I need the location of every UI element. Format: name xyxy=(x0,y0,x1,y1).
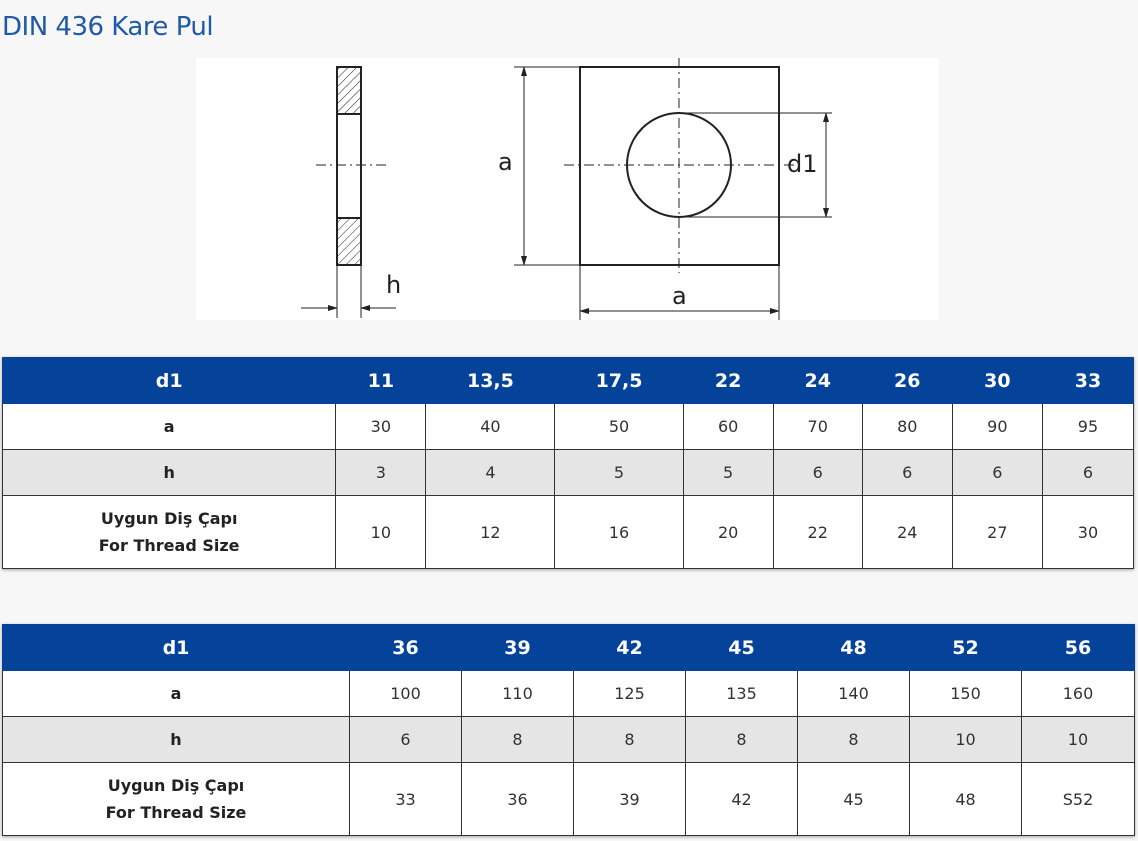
header-cell: 33 xyxy=(1041,357,1135,404)
table-cell: 110 xyxy=(461,670,574,717)
spec-table-2: d1 36 39 42 45 48 52 56 a 100 110 125 13… xyxy=(2,624,1135,836)
table-cell: 27 xyxy=(951,495,1043,569)
table-cell: 100 xyxy=(349,670,462,717)
header-cell: 39 xyxy=(461,624,574,671)
table-cell: 10 xyxy=(1021,716,1135,763)
header-cell: 42 xyxy=(573,624,686,671)
table-cell: 70 xyxy=(772,403,863,450)
table-cell: 5 xyxy=(554,449,684,496)
table-cell: 20 xyxy=(682,495,774,569)
table-cell: 8 xyxy=(461,716,574,763)
a-width-label: a xyxy=(672,282,687,310)
table-header-row: d1 11 13,5 17,5 22 24 26 30 33 xyxy=(1,357,1135,404)
row-label-a: a xyxy=(2,670,350,717)
table-cell: 10 xyxy=(909,716,1022,763)
row-label-thread-size: Uygun Diş Çapı For Thread Size xyxy=(1,495,337,569)
header-cell: 22 xyxy=(682,357,774,404)
header-cell: 56 xyxy=(1021,624,1135,671)
header-cell: 11 xyxy=(335,357,427,404)
spec-table-1: d1 11 13,5 17,5 22 24 26 30 33 a 30 40 5… xyxy=(1,357,1135,569)
header-cell: 17,5 xyxy=(554,357,684,404)
table-row-h: h 3 4 5 5 6 6 6 6 xyxy=(1,449,1135,496)
table-cell: 135 xyxy=(685,670,798,717)
table-cell: 60 xyxy=(682,403,774,450)
header-cell: 36 xyxy=(349,624,462,671)
table-cell: 8 xyxy=(797,716,910,763)
a-height-label: a xyxy=(498,148,513,176)
row-label-thread-tr: Uygun Diş Çapı xyxy=(100,509,238,528)
table-cell: 90 xyxy=(951,403,1043,450)
header-d1-label: d1 xyxy=(2,624,350,671)
page-title: DIN 436 Kare Pul xyxy=(2,12,214,42)
table-cell: 8 xyxy=(573,716,686,763)
table-cell: 125 xyxy=(573,670,686,717)
table-header-row: d1 36 39 42 45 48 52 56 xyxy=(2,624,1135,671)
header-cell: 52 xyxy=(909,624,1022,671)
front-view: a a d1 xyxy=(498,58,832,320)
header-d1-label: d1 xyxy=(1,357,337,404)
table-cell: 24 xyxy=(861,495,953,569)
table-cell: 6 xyxy=(349,716,462,763)
table-cell: 6 xyxy=(772,449,863,496)
table-cell: 42 xyxy=(685,762,798,836)
h-dimension-label: h xyxy=(386,271,401,299)
table-cell: 22 xyxy=(772,495,863,569)
row-label-thread-size: Uygun Diş Çapı For Thread Size xyxy=(2,762,350,836)
table-cell: 6 xyxy=(1041,449,1135,496)
table-row-thread-size: Uygun Diş Çapı For Thread Size 10 12 16 … xyxy=(1,495,1135,569)
table-cell: 8 xyxy=(685,716,798,763)
table-cell: 6 xyxy=(951,449,1043,496)
table-cell: 40 xyxy=(425,403,556,450)
header-cell: 45 xyxy=(685,624,798,671)
table-cell: 30 xyxy=(335,403,427,450)
row-label-h: h xyxy=(2,716,350,763)
table-cell: 48 xyxy=(909,762,1022,836)
table-cell: 50 xyxy=(554,403,684,450)
row-label-thread-tr: Uygun Diş Çapı xyxy=(107,776,245,795)
row-label-thread-en: For Thread Size xyxy=(98,536,240,555)
table-cell: 95 xyxy=(1041,403,1135,450)
header-cell: 48 xyxy=(797,624,910,671)
table-row-h: h 6 8 8 8 8 10 10 xyxy=(2,716,1135,763)
table-cell: S52 xyxy=(1021,762,1135,836)
row-label-h: h xyxy=(1,449,337,496)
d1-dimension-label: d1 xyxy=(787,150,818,178)
table-row-thread-size: Uygun Diş Çapı For Thread Size 33 36 39 … xyxy=(2,762,1135,836)
row-label-thread-en: For Thread Size xyxy=(105,803,247,822)
table-row-a: a 30 40 50 60 70 80 90 95 xyxy=(1,403,1135,450)
header-cell: 13,5 xyxy=(425,357,556,404)
table-cell: 45 xyxy=(797,762,910,836)
table-cell: 12 xyxy=(425,495,556,569)
table-cell: 160 xyxy=(1021,670,1135,717)
table-cell: 5 xyxy=(682,449,774,496)
header-cell: 30 xyxy=(951,357,1043,404)
row-label-a: a xyxy=(1,403,337,450)
table-cell: 3 xyxy=(335,449,427,496)
header-cell: 26 xyxy=(861,357,953,404)
table-cell: 10 xyxy=(335,495,427,569)
hatched-section-bottom xyxy=(338,218,360,264)
table-cell: 150 xyxy=(909,670,1022,717)
table-cell: 80 xyxy=(861,403,953,450)
technical-drawing: h a a d1 xyxy=(196,58,939,320)
table-cell: 39 xyxy=(573,762,686,836)
side-view: h xyxy=(301,66,401,318)
table-cell: 6 xyxy=(861,449,953,496)
table-cell: 33 xyxy=(349,762,462,836)
table-cell: 140 xyxy=(797,670,910,717)
header-cell: 24 xyxy=(772,357,863,404)
hatched-section-top xyxy=(338,68,360,114)
table-row-a: a 100 110 125 135 140 150 160 xyxy=(2,670,1135,717)
table-cell: 4 xyxy=(425,449,556,496)
table-cell: 16 xyxy=(554,495,684,569)
washer-drawing-svg: h a a d1 xyxy=(301,58,832,320)
table-cell: 30 xyxy=(1041,495,1135,569)
table-cell: 36 xyxy=(461,762,574,836)
